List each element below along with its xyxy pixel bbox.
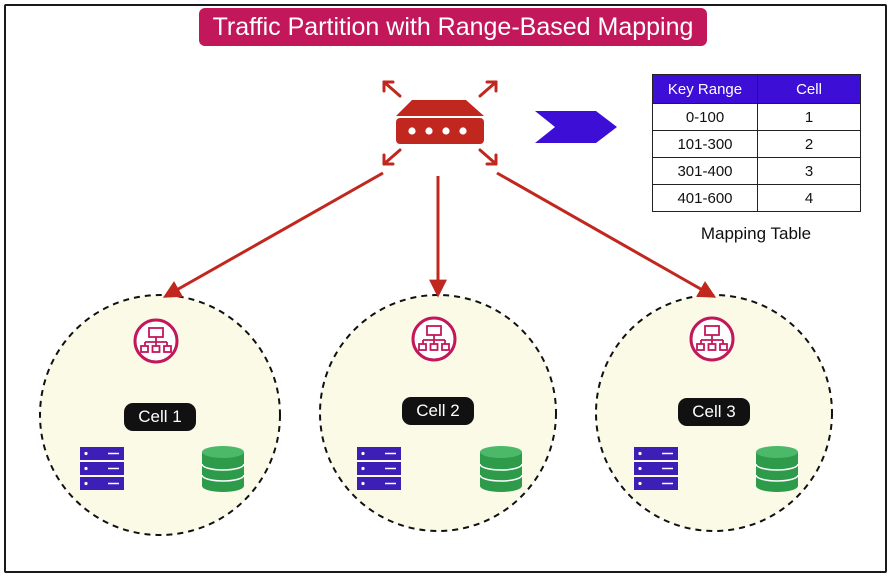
server-rack-icon [80,447,124,490]
cell-label-1: Cell 1 [124,403,196,431]
database-icon [755,446,799,492]
router-icon [382,80,498,166]
load-balancer-icon [689,316,735,362]
key-range-cell: 301-400 [652,157,758,185]
table-row: 401-600 4 [652,184,861,212]
database-icon [479,446,523,492]
cell-number-cell: 4 [757,184,861,212]
diagram-title: Traffic Partition with Range-Based Mappi… [199,8,707,46]
arrow-to-cell-3 [496,171,717,298]
table-header-row: Key Range Cell [652,74,861,104]
forward-arrow-icon [535,111,617,143]
key-range-cell: 0-100 [652,103,758,131]
cell-number-cell: 1 [757,103,861,131]
arrow-to-cell-1 [162,171,384,298]
table-row: 0-100 1 [652,103,861,131]
load-balancer-icon [133,318,179,364]
column-header-key-range: Key Range [652,74,758,104]
table-caption: Mapping Table [700,224,812,243]
cell-number-cell: 2 [757,130,861,158]
cell-number-cell: 3 [757,157,861,185]
cell-label-2: Cell 2 [402,397,474,425]
load-balancer-icon [411,316,457,362]
server-rack-icon [357,447,401,490]
cell-label-3: Cell 3 [678,398,750,426]
column-header-cell: Cell [757,74,861,104]
key-range-cell: 101-300 [652,130,758,158]
database-icon [201,446,245,492]
table-row: 301-400 3 [652,157,861,185]
key-range-cell: 401-600 [652,184,758,212]
table-row: 101-300 2 [652,130,861,158]
server-rack-icon [634,447,678,490]
mapping-table: Key Range Cell 0-100 1 101-300 2 301-400… [652,74,861,212]
